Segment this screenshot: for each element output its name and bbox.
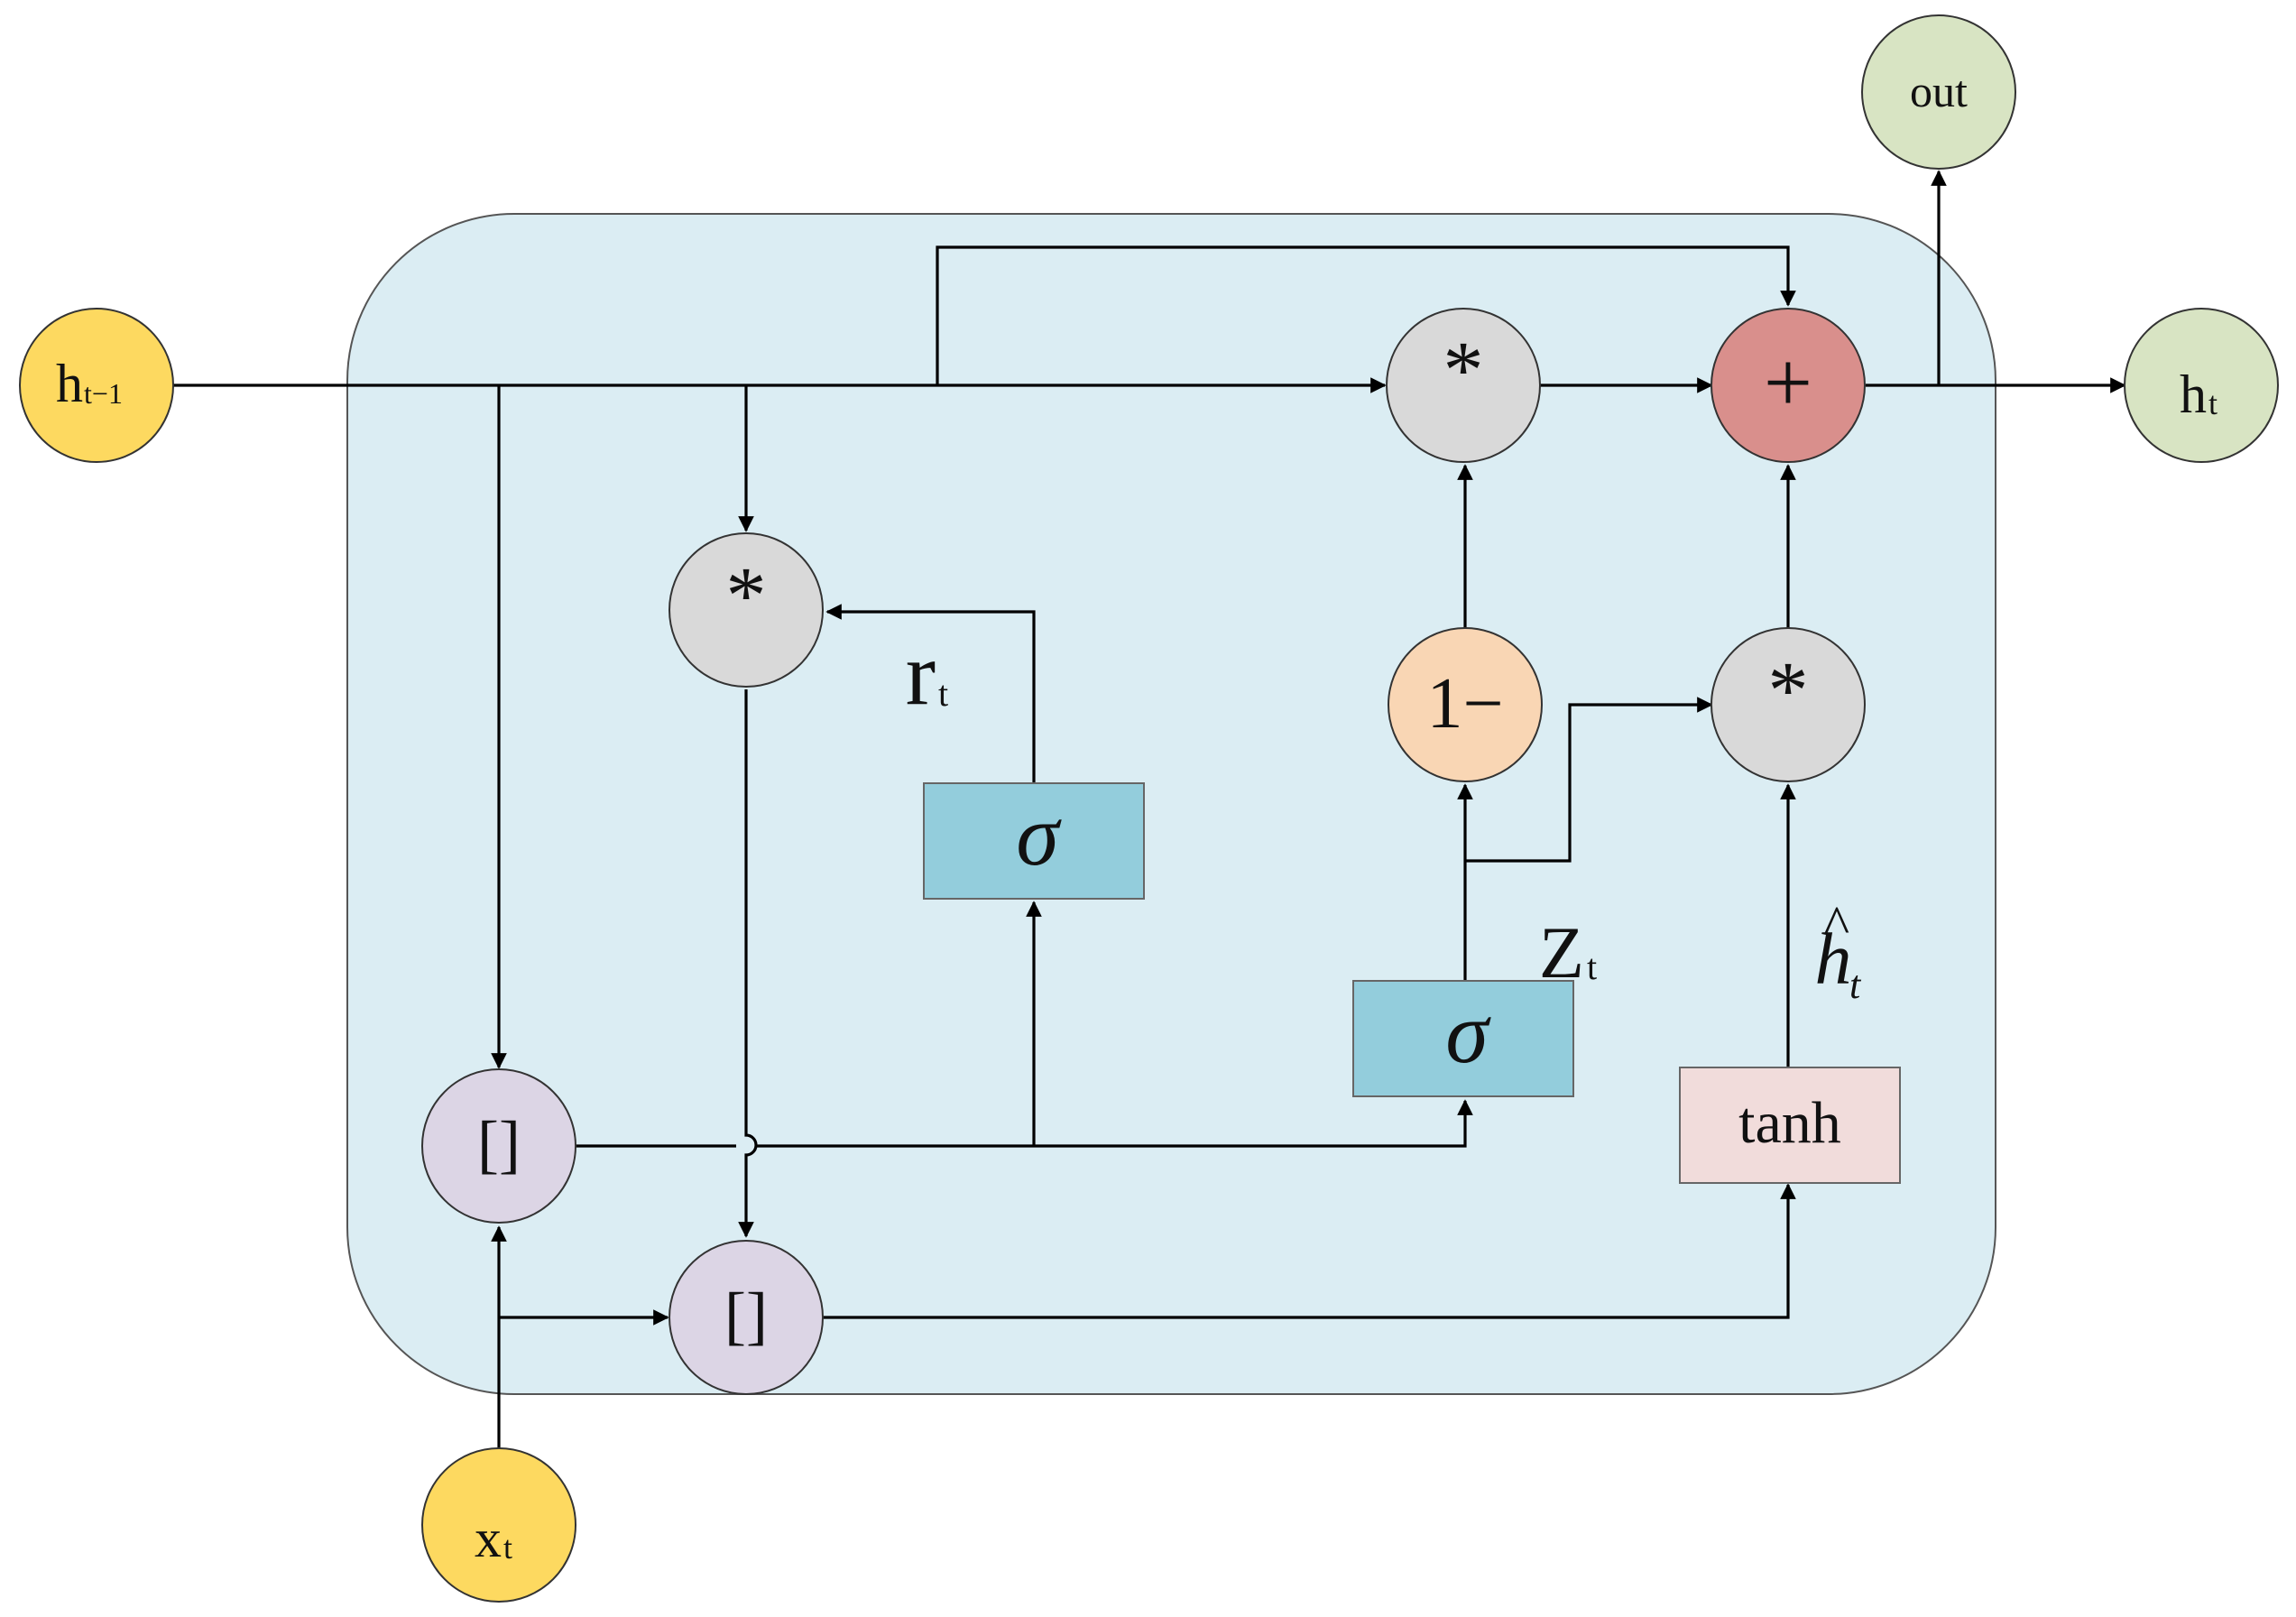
x-subscript: t xyxy=(503,1529,512,1566)
tanh-box: tanh xyxy=(1679,1067,1901,1184)
h-prev-label: h xyxy=(56,354,83,413)
wire-z-to-mult-right xyxy=(1465,697,1713,863)
multiply-node-reset: * xyxy=(669,532,824,688)
reset-gate-label: r t xyxy=(906,624,948,724)
wire-hprev-bypass-to-add xyxy=(936,245,1796,385)
multiply-node-top: * xyxy=(1386,308,1541,463)
input-x-node: x t xyxy=(421,1447,576,1603)
connections xyxy=(171,170,2126,1448)
h-out-label: h xyxy=(2180,365,2207,424)
sigma-box-update-gate: σ xyxy=(1352,980,1574,1097)
output-out-node: out xyxy=(1861,14,2016,170)
wire-concat1-bus-b xyxy=(756,1099,1473,1148)
z-subscript: t xyxy=(1587,947,1597,987)
h-out-subscript: t xyxy=(2208,385,2218,421)
sigma-box-reset-gate: σ xyxy=(923,782,1145,900)
h-hat-base: h xyxy=(1815,918,1852,1000)
gru-cell-boundary xyxy=(346,213,1996,1395)
add-node: + xyxy=(1710,308,1866,463)
concat-symbol-candidate: [] xyxy=(724,1280,768,1352)
wire-sigma-r-to-mult-left xyxy=(825,604,1036,783)
wire-concat2-to-tanh xyxy=(822,1183,1796,1319)
candidate-state-label: h ^ t xyxy=(1815,895,1863,1007)
multiply-node-candidate: * xyxy=(1710,627,1866,782)
h-prev-subscript: t−1 xyxy=(84,377,123,410)
out-label: out xyxy=(1910,66,1968,116)
output-h-node: h t xyxy=(2124,308,2279,463)
h-hat-subscript: t xyxy=(1849,963,1862,1007)
input-h-prev-node: h t−1 xyxy=(19,308,174,463)
one-minus-node: 1− xyxy=(1388,627,1543,782)
multiply-symbol-reset: * xyxy=(726,551,767,641)
wire-mult-left-to-concat2 xyxy=(738,689,758,1238)
sigma-symbol-reset: σ xyxy=(1016,787,1062,883)
sigma-symbol-update: σ xyxy=(1445,984,1491,1081)
one-minus-symbol: 1− xyxy=(1426,664,1503,744)
update-gate-label: Z t xyxy=(1539,911,1597,993)
x-label: x xyxy=(475,1509,502,1568)
concat-node-candidate: [] xyxy=(669,1240,824,1395)
multiply-symbol-top: * xyxy=(1443,326,1484,415)
h-hat-accent: ^ xyxy=(1824,895,1849,955)
z-label: Z xyxy=(1539,911,1584,993)
tanh-label: tanh xyxy=(1738,1090,1841,1156)
add-symbol: + xyxy=(1764,334,1812,430)
multiply-symbol-candidate: * xyxy=(1768,646,1809,735)
r-subscript: t xyxy=(938,673,948,714)
concat-symbol-gates: [] xyxy=(477,1108,521,1180)
concat-node-gates: [] xyxy=(421,1068,576,1224)
r-label: r xyxy=(906,624,936,724)
